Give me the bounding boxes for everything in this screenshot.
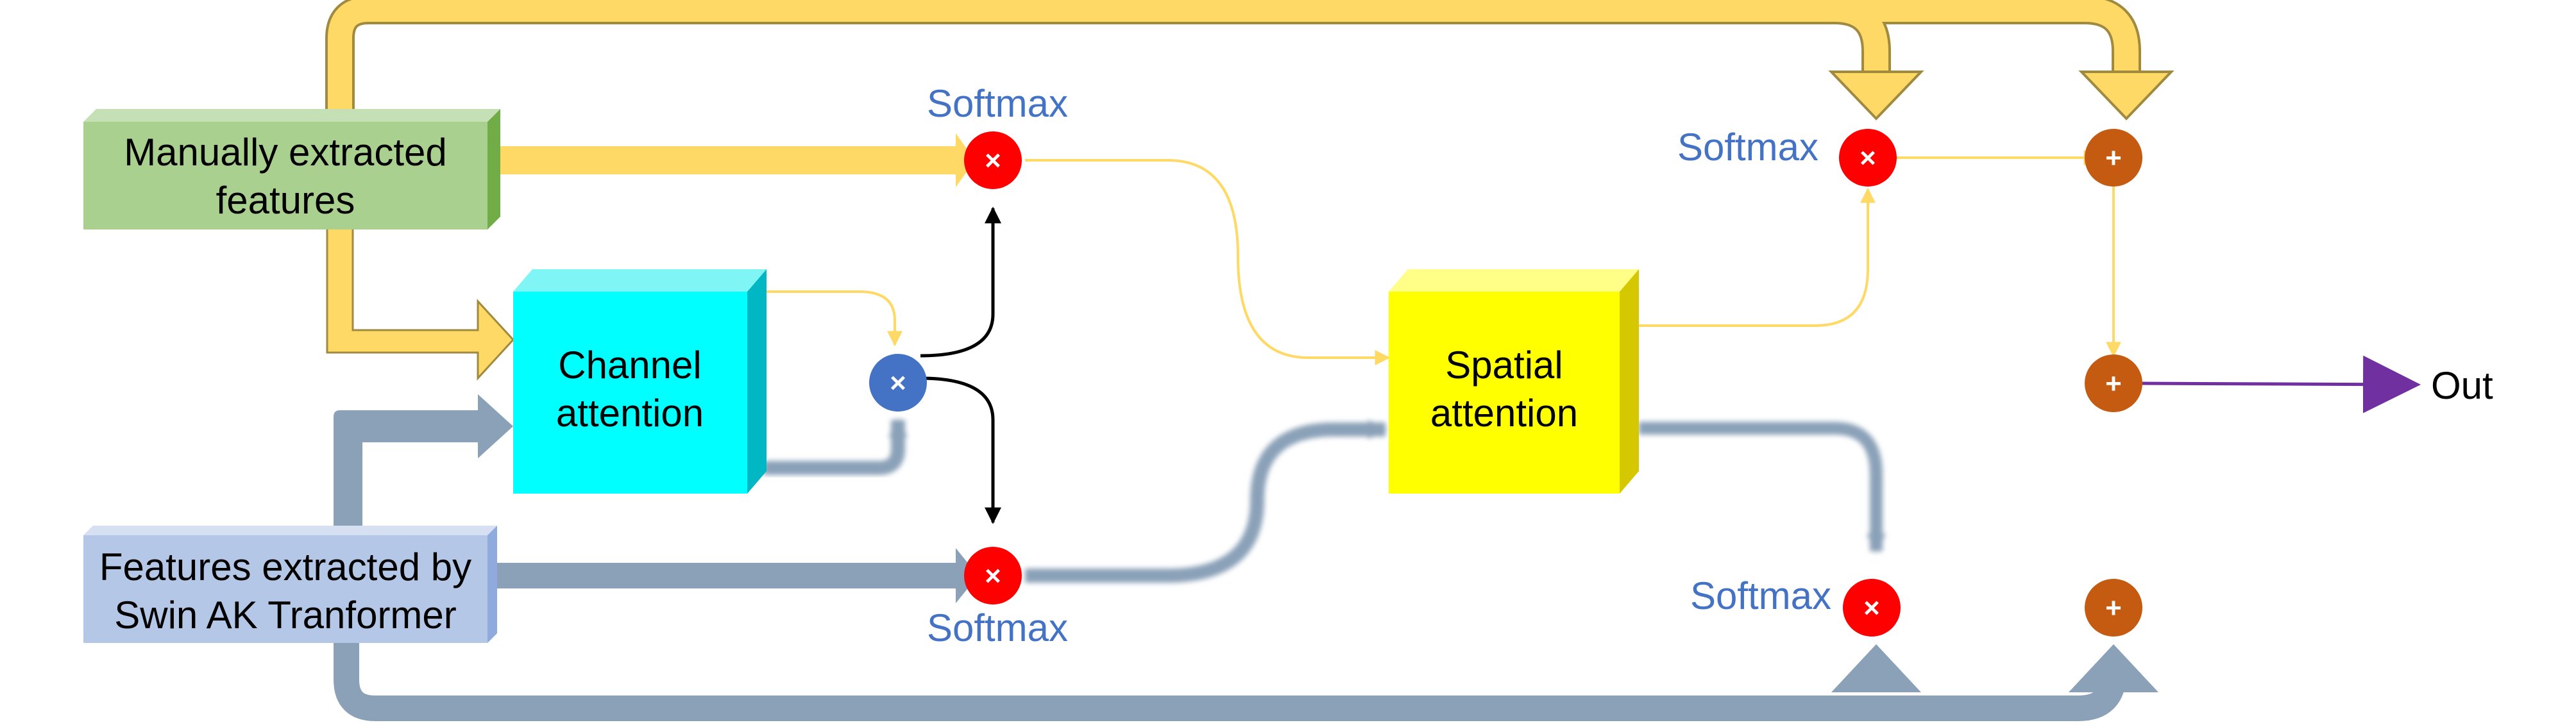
add-node-bottom: + [2085,579,2142,637]
swin-to-mult-arrow [487,548,978,603]
multiply-symbol: × [985,560,1001,592]
swin-features-box: Features extracted by Swin AK Tranformer [83,526,497,643]
add-symbol: + [2105,142,2122,174]
swin-skip-arrowhead-2 [2069,644,2158,692]
mult-to-spatial-line [1025,159,1391,365]
manual-features-label-1: Manually extracted [124,131,447,174]
swin-features-label-2: Swin AK Tranformer [114,594,457,637]
spatial-attention-box: Spatial attention [1389,269,1639,494]
add-symbol: + [2105,368,2122,399]
manual-features-label-2: features [216,179,355,222]
channel-to-mult-line [763,290,902,347]
add-symbol: + [2105,592,2122,624]
manual-features-box: Manually extracted features [83,109,500,229]
spatial-to-mult-line [1639,187,1876,327]
multiply-node-blue: × [869,354,927,412]
bluemult-to-topmult-arrow [920,206,1001,358]
mult-to-spatial-bluepath [1025,420,1387,583]
channel-attention-label-2: attention [556,392,704,435]
softmax-label-right-top: Softmax [1677,126,1818,169]
channel-to-bluemult-line [763,418,908,475]
spatial-attention-label-2: attention [1430,392,1578,435]
softmax-label-right-bottom: Softmax [1690,574,1831,617]
add-node-top: + [2085,129,2142,187]
multiply-symbol: × [890,367,906,399]
spatial-attention-label-1: Spatial [1445,344,1563,387]
add-node-middle: + [2085,354,2142,412]
multiply-symbol: × [985,145,1001,176]
manual-to-channel-arrow [326,226,515,381]
multiply-node-top: × [964,131,1022,189]
multiply-node-right-top: × [1839,129,1897,187]
out-arrow [2135,355,2421,413]
channel-attention-box: Channel attention [513,269,767,494]
swin-features-label-1: Features extracted by [99,546,471,588]
out-label: Out [2431,364,2493,407]
swin-to-channel-arrow [334,394,513,532]
manual-skip-arrowhead-1 [1828,71,1924,121]
multiply-symbol: × [1863,592,1880,624]
swin-skip-arrowhead-1 [1831,644,1921,692]
manual-to-mult-arrow [500,133,975,187]
multiply-node-bottom: × [964,547,1022,604]
softmax-label-bottom: Softmax [927,606,1068,649]
bluemult-to-bottommult-arrow [920,376,1001,524]
multiply-node-right-bottom: × [1843,579,1901,637]
channel-attention-label-1: Channel [558,344,702,387]
swin-skip-loop [334,635,2126,721]
spatial-to-multbottom-bluepath [1639,422,1886,553]
multiply-symbol: × [1860,142,1876,174]
softmax-label-top: Softmax [927,82,1068,125]
manual-skip-arrowhead-2 [2078,71,2174,121]
